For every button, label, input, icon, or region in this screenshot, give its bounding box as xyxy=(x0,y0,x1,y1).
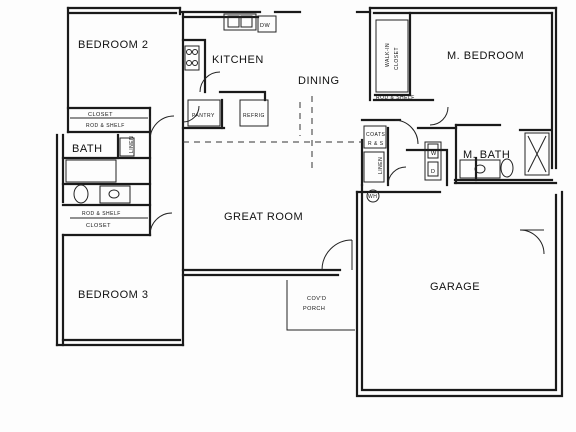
walk-in-label-line2: CLOSET xyxy=(394,47,400,70)
coats-label-line1: COATS xyxy=(366,132,386,138)
shower-icon xyxy=(524,132,550,176)
closet-upper-label: CLOSET xyxy=(88,112,113,118)
coats-label-line2: R & S xyxy=(368,141,384,147)
pantry-label: PANTRY xyxy=(192,113,215,119)
sink-icon xyxy=(223,13,257,31)
linen-closet-right xyxy=(363,151,385,183)
dryer-icon xyxy=(427,161,439,177)
master-closet-note: ROD & SHELF xyxy=(376,95,415,101)
range-icon xyxy=(184,45,200,71)
refrig-label: REFRIG xyxy=(243,113,265,119)
washer-icon xyxy=(427,143,439,159)
linen-closet-left xyxy=(119,137,135,157)
room-label-garage: GARAGE xyxy=(430,281,480,293)
room-label-master-bath: M. BATH xyxy=(463,149,510,161)
master-toilet-icon xyxy=(500,158,514,178)
room-label-bath: BATH xyxy=(72,143,103,155)
room-labels: BEDROOM 2 KITCHEN DINING M. BEDROOM BATH… xyxy=(72,39,524,312)
room-label-dining: DINING xyxy=(298,75,340,87)
room-label-bedroom2: BEDROOM 2 xyxy=(78,39,149,51)
washer-dryer-box xyxy=(424,141,442,181)
water-heater-icon xyxy=(366,189,380,203)
room-label-bedroom3: BEDROOM 3 xyxy=(78,289,149,301)
dishwasher-box xyxy=(257,15,277,33)
vanity-icon xyxy=(99,185,131,204)
room-label-great-room: GREAT ROOM xyxy=(224,211,303,223)
fixtures xyxy=(65,13,550,204)
closet-upper-note: ROD & SHELF xyxy=(86,123,125,129)
open-area-lines xyxy=(183,96,362,170)
closet-lower-note: ROD & SHELF xyxy=(82,211,121,217)
room-label-master-bedroom: M. BEDROOM xyxy=(447,50,524,62)
refrig-box xyxy=(239,99,269,127)
bathtub-icon xyxy=(65,159,117,183)
linen-left-label: LINEN xyxy=(129,136,135,153)
coat-closet xyxy=(363,125,387,149)
closet-lower-label: CLOSET xyxy=(86,223,111,229)
walk-in-label-line1: WALK-IN xyxy=(385,43,391,67)
water-heater-label: WH xyxy=(368,194,377,200)
door-swings xyxy=(149,71,545,271)
dishwasher-label: DW xyxy=(260,23,270,29)
linen-right-label: LINEN xyxy=(378,157,384,174)
walk-in-closet xyxy=(375,19,409,93)
annotations: CLOSET ROD & SHELF ROD & SHELF CLOSET WA… xyxy=(82,23,437,229)
room-label-porch-line2: PORCH xyxy=(303,306,325,312)
exterior-walls xyxy=(55,6,564,398)
dryer-label: D xyxy=(431,169,435,175)
room-label-porch-line1: COV'D xyxy=(307,296,326,302)
interior-walls xyxy=(61,11,552,237)
room-label-kitchen: KITCHEN xyxy=(212,54,264,66)
pantry-box xyxy=(187,99,221,127)
toilet-icon xyxy=(73,184,89,204)
washer-label: W xyxy=(431,151,437,157)
master-vanity-icon xyxy=(459,159,501,179)
